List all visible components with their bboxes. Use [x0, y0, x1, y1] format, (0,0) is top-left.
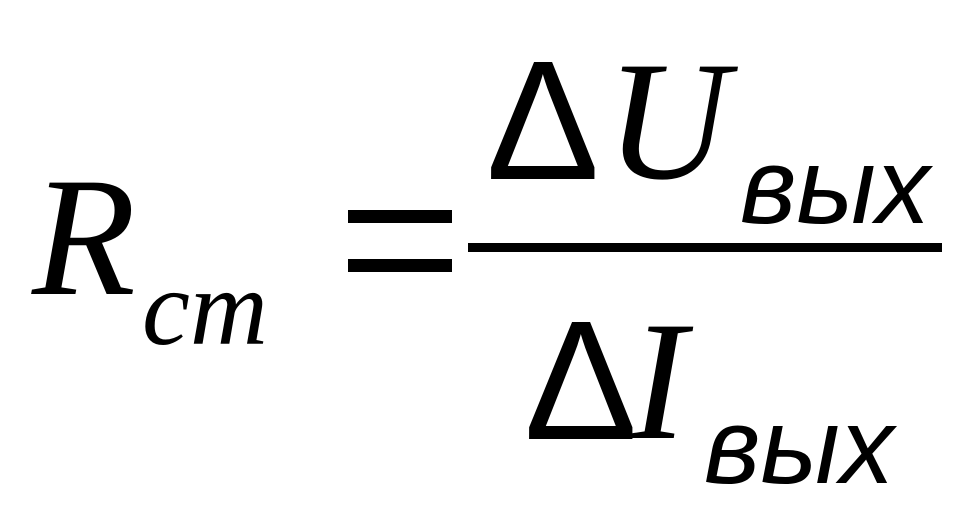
denominator-delta: Δ	[524, 286, 638, 476]
numerator-subscript: вых	[740, 125, 930, 246]
fraction-bar	[468, 243, 942, 252]
denominator-symbol: I	[630, 287, 687, 475]
equals-bar-top	[348, 210, 452, 223]
lhs-symbol: R	[32, 143, 136, 331]
lhs-subscript: cm	[142, 249, 268, 368]
numerator-delta: Δ	[486, 26, 600, 216]
numerator-symbol: U	[606, 27, 729, 215]
denominator-subscript: вых	[704, 385, 894, 506]
equals-bar-bottom	[348, 259, 452, 272]
equals-sign	[348, 210, 452, 272]
